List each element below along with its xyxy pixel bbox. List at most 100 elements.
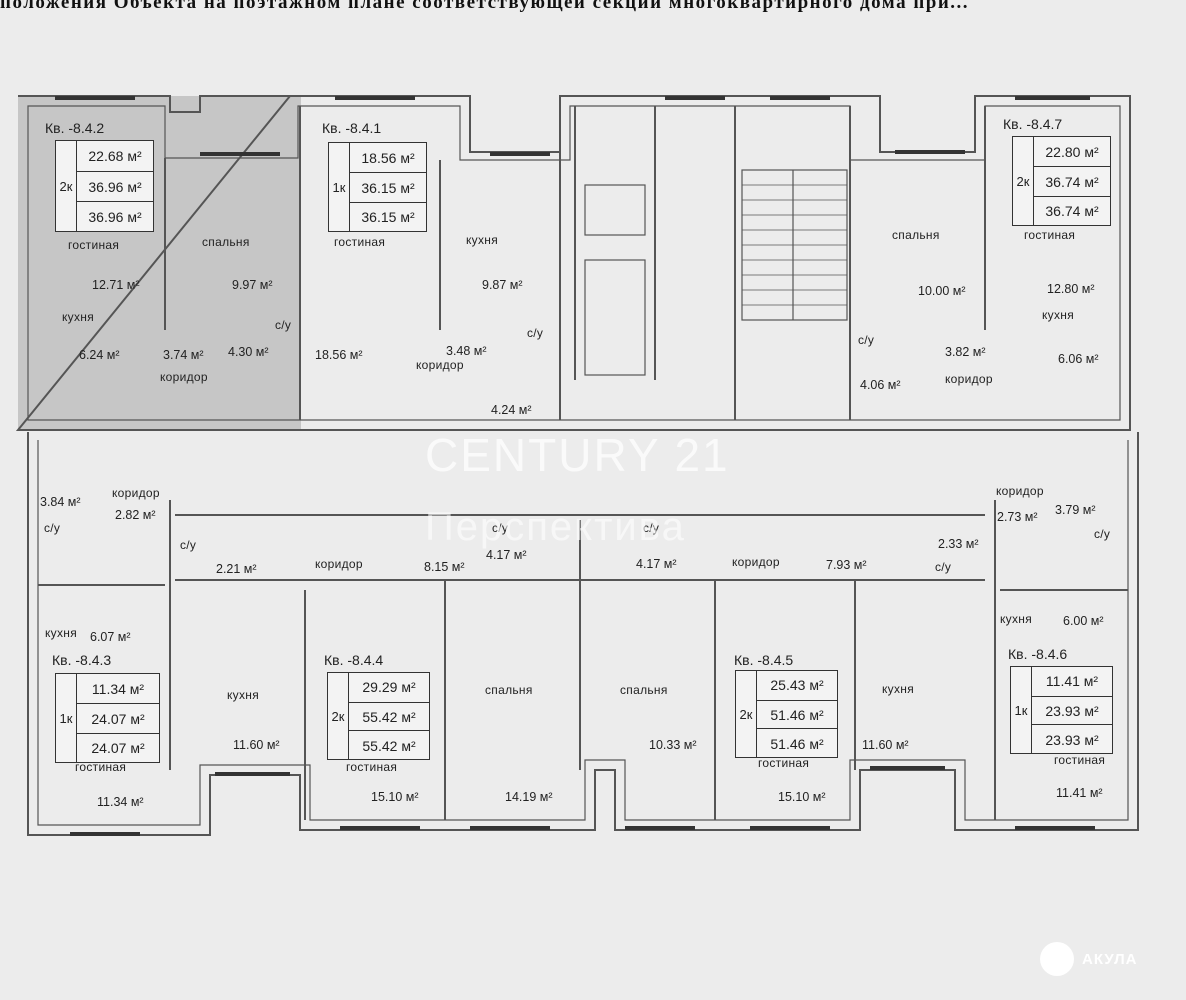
apt-847-area-living: 22.80 м²	[1033, 137, 1110, 167]
apt-846-rooms: 1к	[1014, 702, 1028, 718]
room-label: с/у	[44, 521, 61, 535]
apt-847-area-total2: 36.74 м²	[1033, 195, 1110, 226]
apt-847-label: Кв. -8.4.7	[1003, 116, 1063, 132]
apt-844-area-total: 55.42 м²	[348, 701, 429, 732]
watermark-text: CENTURY 21	[425, 429, 730, 481]
apt-842-rooms: 2к	[59, 178, 73, 194]
apt-847-rooms: 2к	[1016, 173, 1030, 189]
room-label: с/у	[858, 333, 875, 347]
apt-842-area-total2: 36.96 м²	[76, 200, 153, 232]
apt-845-rooms: 2к	[739, 706, 753, 722]
apt-844-area-living: 29.29 м²	[348, 673, 429, 702]
apt-841-area-living: 18.56 м²	[349, 143, 426, 173]
room-area: 18.56 м²	[315, 348, 363, 362]
room-area: 11.41 м²	[1056, 786, 1103, 800]
room-area: 4.17 м²	[636, 557, 677, 571]
apt-843-rooms: 1к	[59, 710, 73, 726]
room-area: 15.10 м²	[371, 790, 419, 804]
room-area: 3.74 м²	[163, 348, 204, 362]
room-area: 3.79 м²	[1055, 503, 1096, 517]
apt-843-label: Кв. -8.4.3	[52, 652, 112, 668]
upper-outer-wall	[15, 95, 1131, 431]
room-label: с/у	[275, 318, 292, 332]
room-area: 3.48 м²	[446, 344, 487, 358]
apt-841-area-total: 36.15 м²	[349, 172, 426, 203]
apt-844-area-total2: 55.42 м²	[348, 730, 429, 760]
apt-845-area-total: 51.46 м²	[756, 699, 837, 730]
room-label: гостиная	[68, 238, 120, 252]
apt-845-area-living: 25.43 м²	[756, 671, 837, 700]
room-label: коридор	[112, 486, 160, 500]
room-label: спальня	[202, 235, 250, 249]
apt-845-label: Кв. -8.4.5	[734, 652, 794, 668]
apt-846-area-living: 11.41 м²	[1031, 667, 1112, 696]
room-label: гостиная	[75, 760, 127, 774]
logo-icon	[1040, 942, 1074, 976]
room-area: 15.10 м²	[778, 790, 826, 804]
room-area: 10.33 м²	[649, 738, 697, 752]
room-area: 7.93 м²	[826, 558, 867, 572]
room-area: 11.34 м²	[97, 795, 144, 809]
room-area: 14.19 м²	[505, 790, 553, 804]
apt-842-label: Кв. -8.4.2	[45, 120, 105, 136]
room-area: 2.33 м²	[938, 537, 979, 551]
room-label: коридор	[945, 372, 993, 386]
room-label: с/у	[1094, 527, 1111, 541]
apt-842-area-total: 36.96 м²	[76, 170, 153, 202]
apt-841-rooms: 1к	[332, 179, 346, 195]
room-area: 12.80 м²	[1047, 282, 1095, 296]
room-label: гостиная	[334, 235, 386, 249]
apt-841-area-total2: 36.15 м²	[349, 201, 426, 232]
room-label: спальня	[892, 228, 940, 242]
apt-847-area-total: 36.74 м²	[1033, 166, 1110, 197]
room-area: 2.73 м²	[997, 510, 1038, 524]
room-area: 4.30 м²	[228, 345, 269, 359]
apt-844-rooms: 2к	[331, 708, 345, 724]
room-label: с/у	[935, 560, 952, 574]
room-label: кухня	[62, 310, 95, 324]
room-area: 10.00 м²	[918, 284, 966, 298]
upper-inner-wall	[27, 105, 1121, 421]
room-area: 4.17 м²	[486, 548, 527, 562]
lower-inner-wall	[37, 440, 1129, 826]
room-label: с/у	[527, 326, 544, 340]
room-area: 2.82 м²	[115, 508, 156, 522]
apt-845-area-total2: 51.46 м²	[756, 728, 837, 758]
room-label: кухня	[466, 233, 499, 247]
apt-846-area-box: 1к 11.41 м² 23.93 м² 23.93 м²	[1010, 666, 1113, 754]
room-label: с/у	[643, 521, 660, 535]
apt-847-area-box: 2к 22.80 м² 36.74 м² 36.74 м²	[1012, 136, 1111, 226]
apt-845-area-box: 2к 25.43 м² 51.46 м² 51.46 м²	[735, 670, 838, 758]
room-area: 11.60 м²	[233, 738, 280, 752]
apt-841-area-box: 1к 18.56 м² 36.15 м² 36.15 м²	[328, 142, 427, 232]
room-label: коридор	[996, 484, 1044, 498]
room-label: с/у	[492, 521, 509, 535]
room-label: спальня	[620, 683, 668, 697]
room-area: 6.24 м²	[79, 348, 120, 362]
room-area: 4.06 м²	[860, 378, 901, 392]
room-area: 3.82 м²	[945, 345, 986, 359]
room-label: коридор	[315, 557, 363, 571]
logo-text: АКУЛА	[1082, 950, 1138, 968]
room-label: кухня	[1000, 612, 1033, 626]
room-label: кухня	[1042, 308, 1075, 322]
apt-843-area-total: 24.07 м²	[76, 703, 159, 734]
room-area: 9.87 м²	[482, 278, 523, 292]
room-label: с/у	[180, 538, 197, 552]
apt-846-label: Кв. -8.4.6	[1008, 646, 1068, 662]
room-label: гостиная	[1054, 753, 1106, 767]
room-label: коридор	[732, 555, 780, 569]
document-header: положения Объекта на поэтажном плане соо…	[0, 0, 970, 12]
apt-843-area-total2: 24.07 м²	[76, 732, 159, 763]
apt-846-area-total2: 23.93 м²	[1031, 724, 1112, 754]
room-area: 8.15 м²	[424, 560, 465, 574]
apt-842-area-box: 2к 22.68 м² 36.96 м² 36.96 м²	[55, 140, 154, 232]
room-area: 6.07 м²	[90, 630, 131, 644]
apt-842-area-living: 22.68 м²	[76, 141, 153, 171]
room-label: спальня	[485, 683, 533, 697]
room-label: гостиная	[346, 760, 398, 774]
room-area: 6.06 м²	[1058, 352, 1099, 366]
room-label: кухня	[882, 682, 915, 696]
room-label: кухня	[45, 626, 78, 640]
apt-846-area-total: 23.93 м²	[1031, 695, 1112, 726]
